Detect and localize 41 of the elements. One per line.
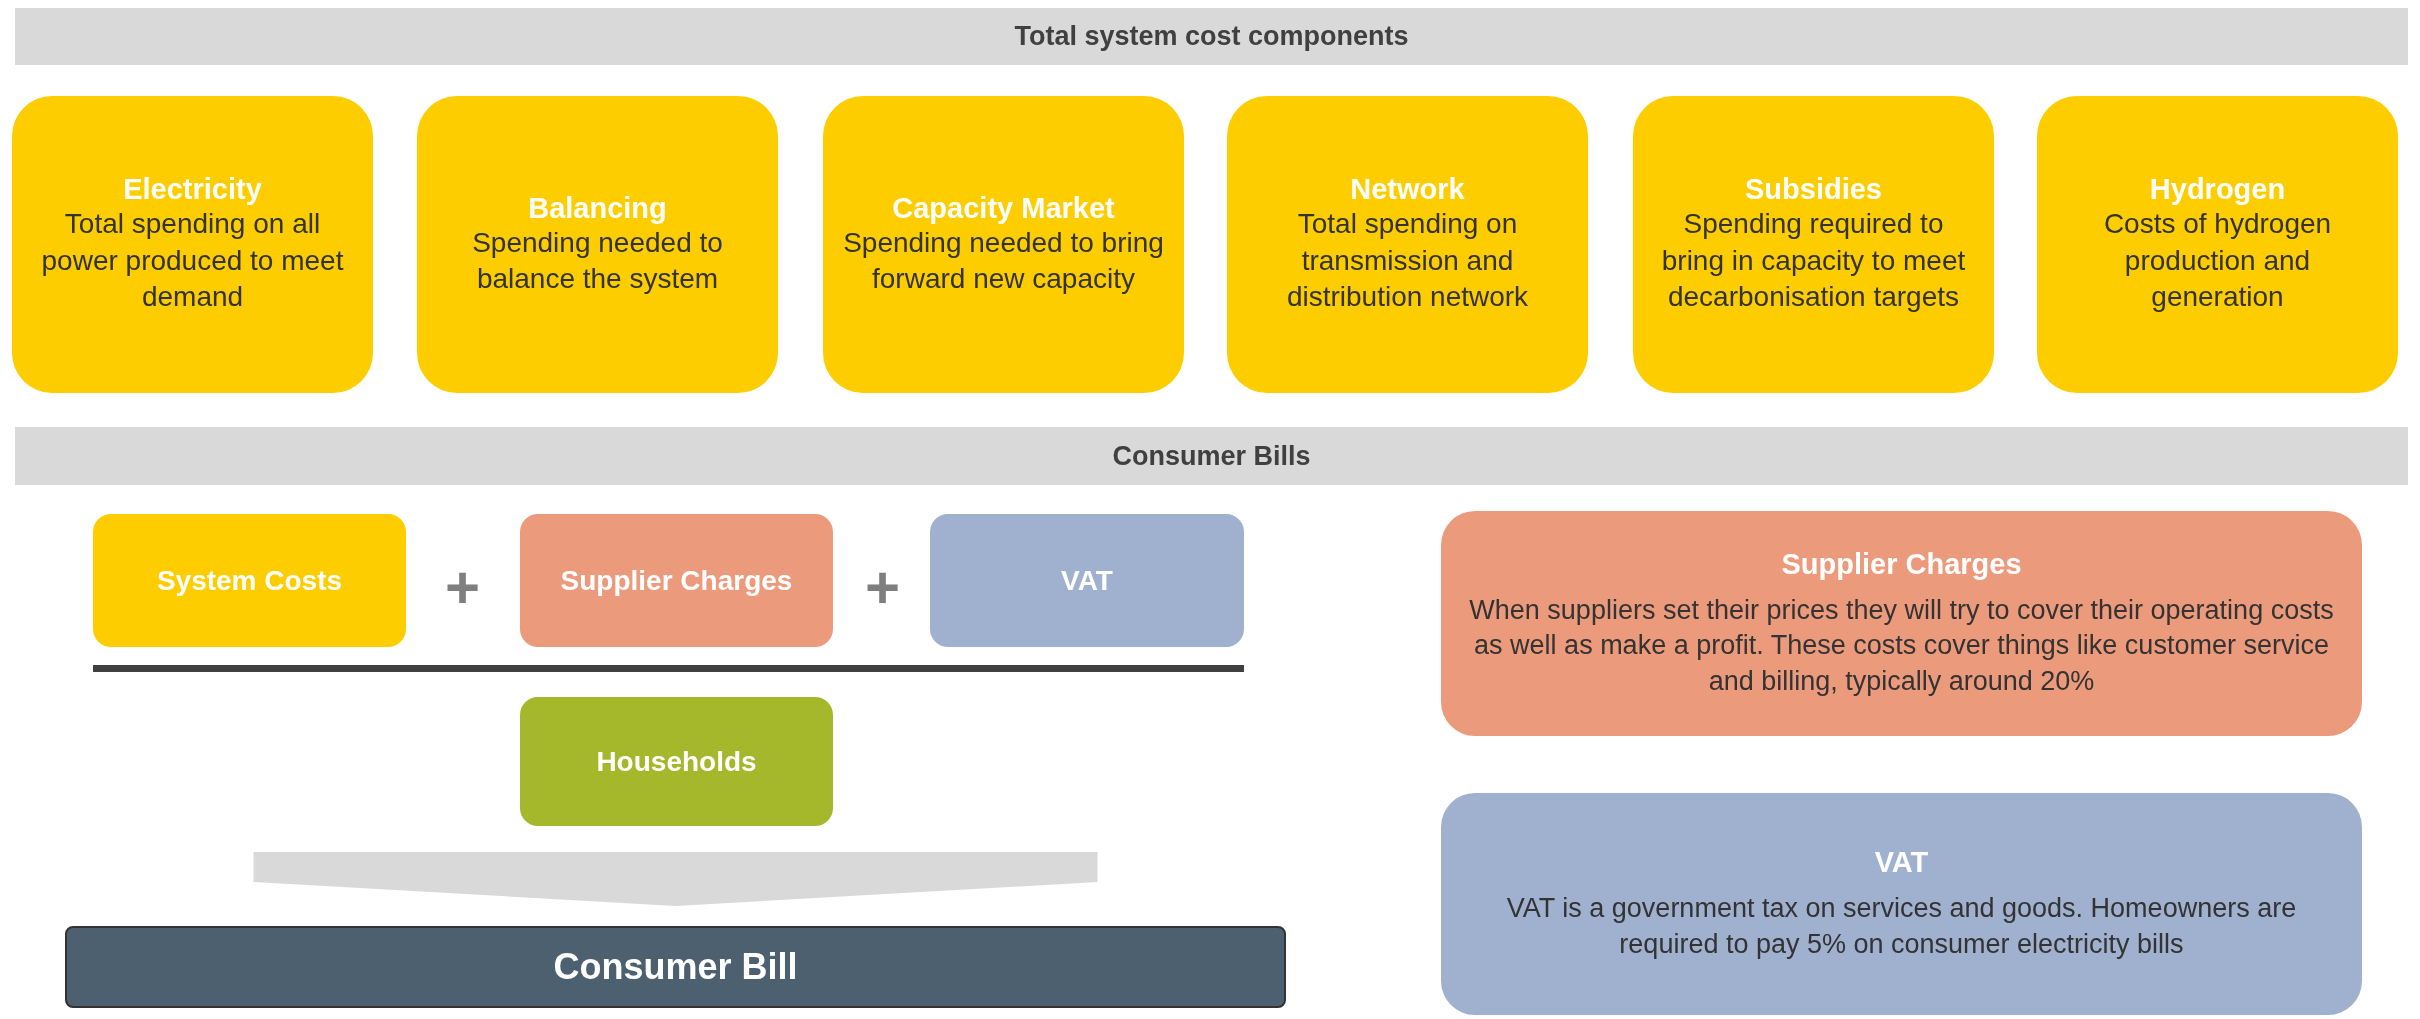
description-text: Spending needed to balance the system — [471, 225, 724, 296]
description-text: Spending required to bring in capacity to meet decarbonisation targets — [1660, 207, 1967, 315]
heading: Capacity Market — [892, 191, 1115, 225]
heading: Consumer Bill — [553, 946, 798, 988]
heading: Hydrogen — [2149, 173, 2286, 207]
plus-sign: + — [445, 558, 481, 618]
cost-component-card — [1227, 96, 1588, 393]
section-header-band — [15, 427, 2408, 485]
heading: Consumer Bills — [1112, 440, 1311, 472]
cost-component-card — [417, 96, 778, 393]
heading: Network — [1350, 173, 1465, 207]
cost-component-card — [2037, 96, 2398, 393]
section-header-band — [15, 8, 2408, 65]
heading: VAT — [1061, 564, 1113, 597]
cost-component-card — [1633, 96, 1994, 393]
heading: Supplier Charges — [1781, 548, 2022, 582]
bill-component-box — [520, 514, 833, 647]
bill-component-box — [93, 514, 406, 647]
heading: Households — [596, 745, 757, 778]
heading: VAT — [1874, 846, 1929, 880]
description-text: Total spending on all power produced to meet demand — [40, 207, 345, 315]
heading: Electricity — [123, 173, 262, 207]
plus-sign: + — [865, 558, 901, 618]
description-text: When suppliers set their prices they will try to cover their operating costs as well as make a profit. These costs cover things like customer service and billing, typically around 20% — [1468, 594, 2335, 698]
cost-component-card — [823, 96, 1184, 393]
description-text: Spending needed to bring forward new capacity — [842, 225, 1165, 296]
heading: Balancing — [528, 191, 667, 225]
bill-component-box — [520, 697, 833, 826]
consumer-bill-bar — [65, 926, 1286, 1008]
heading: Supplier Charges — [560, 564, 793, 597]
heading: Subsidies — [1745, 173, 1882, 207]
heading: System Costs — [156, 564, 343, 597]
chevron-arrow — [253, 852, 1098, 906]
bill-component-box — [930, 514, 1244, 647]
description-card — [1441, 511, 2362, 736]
description-card — [1441, 793, 2362, 1015]
cost-component-card — [12, 96, 373, 393]
description-text: VAT is a government tax on services and goods. Homeowners are required to pay 5% on consumer electricity bills — [1505, 892, 2298, 961]
description-text: Total spending on transmission and distribution network — [1285, 207, 1530, 315]
heading: Total system cost components — [1014, 21, 1409, 52]
description-text: Costs of hydrogen production and generation — [2102, 207, 2333, 315]
